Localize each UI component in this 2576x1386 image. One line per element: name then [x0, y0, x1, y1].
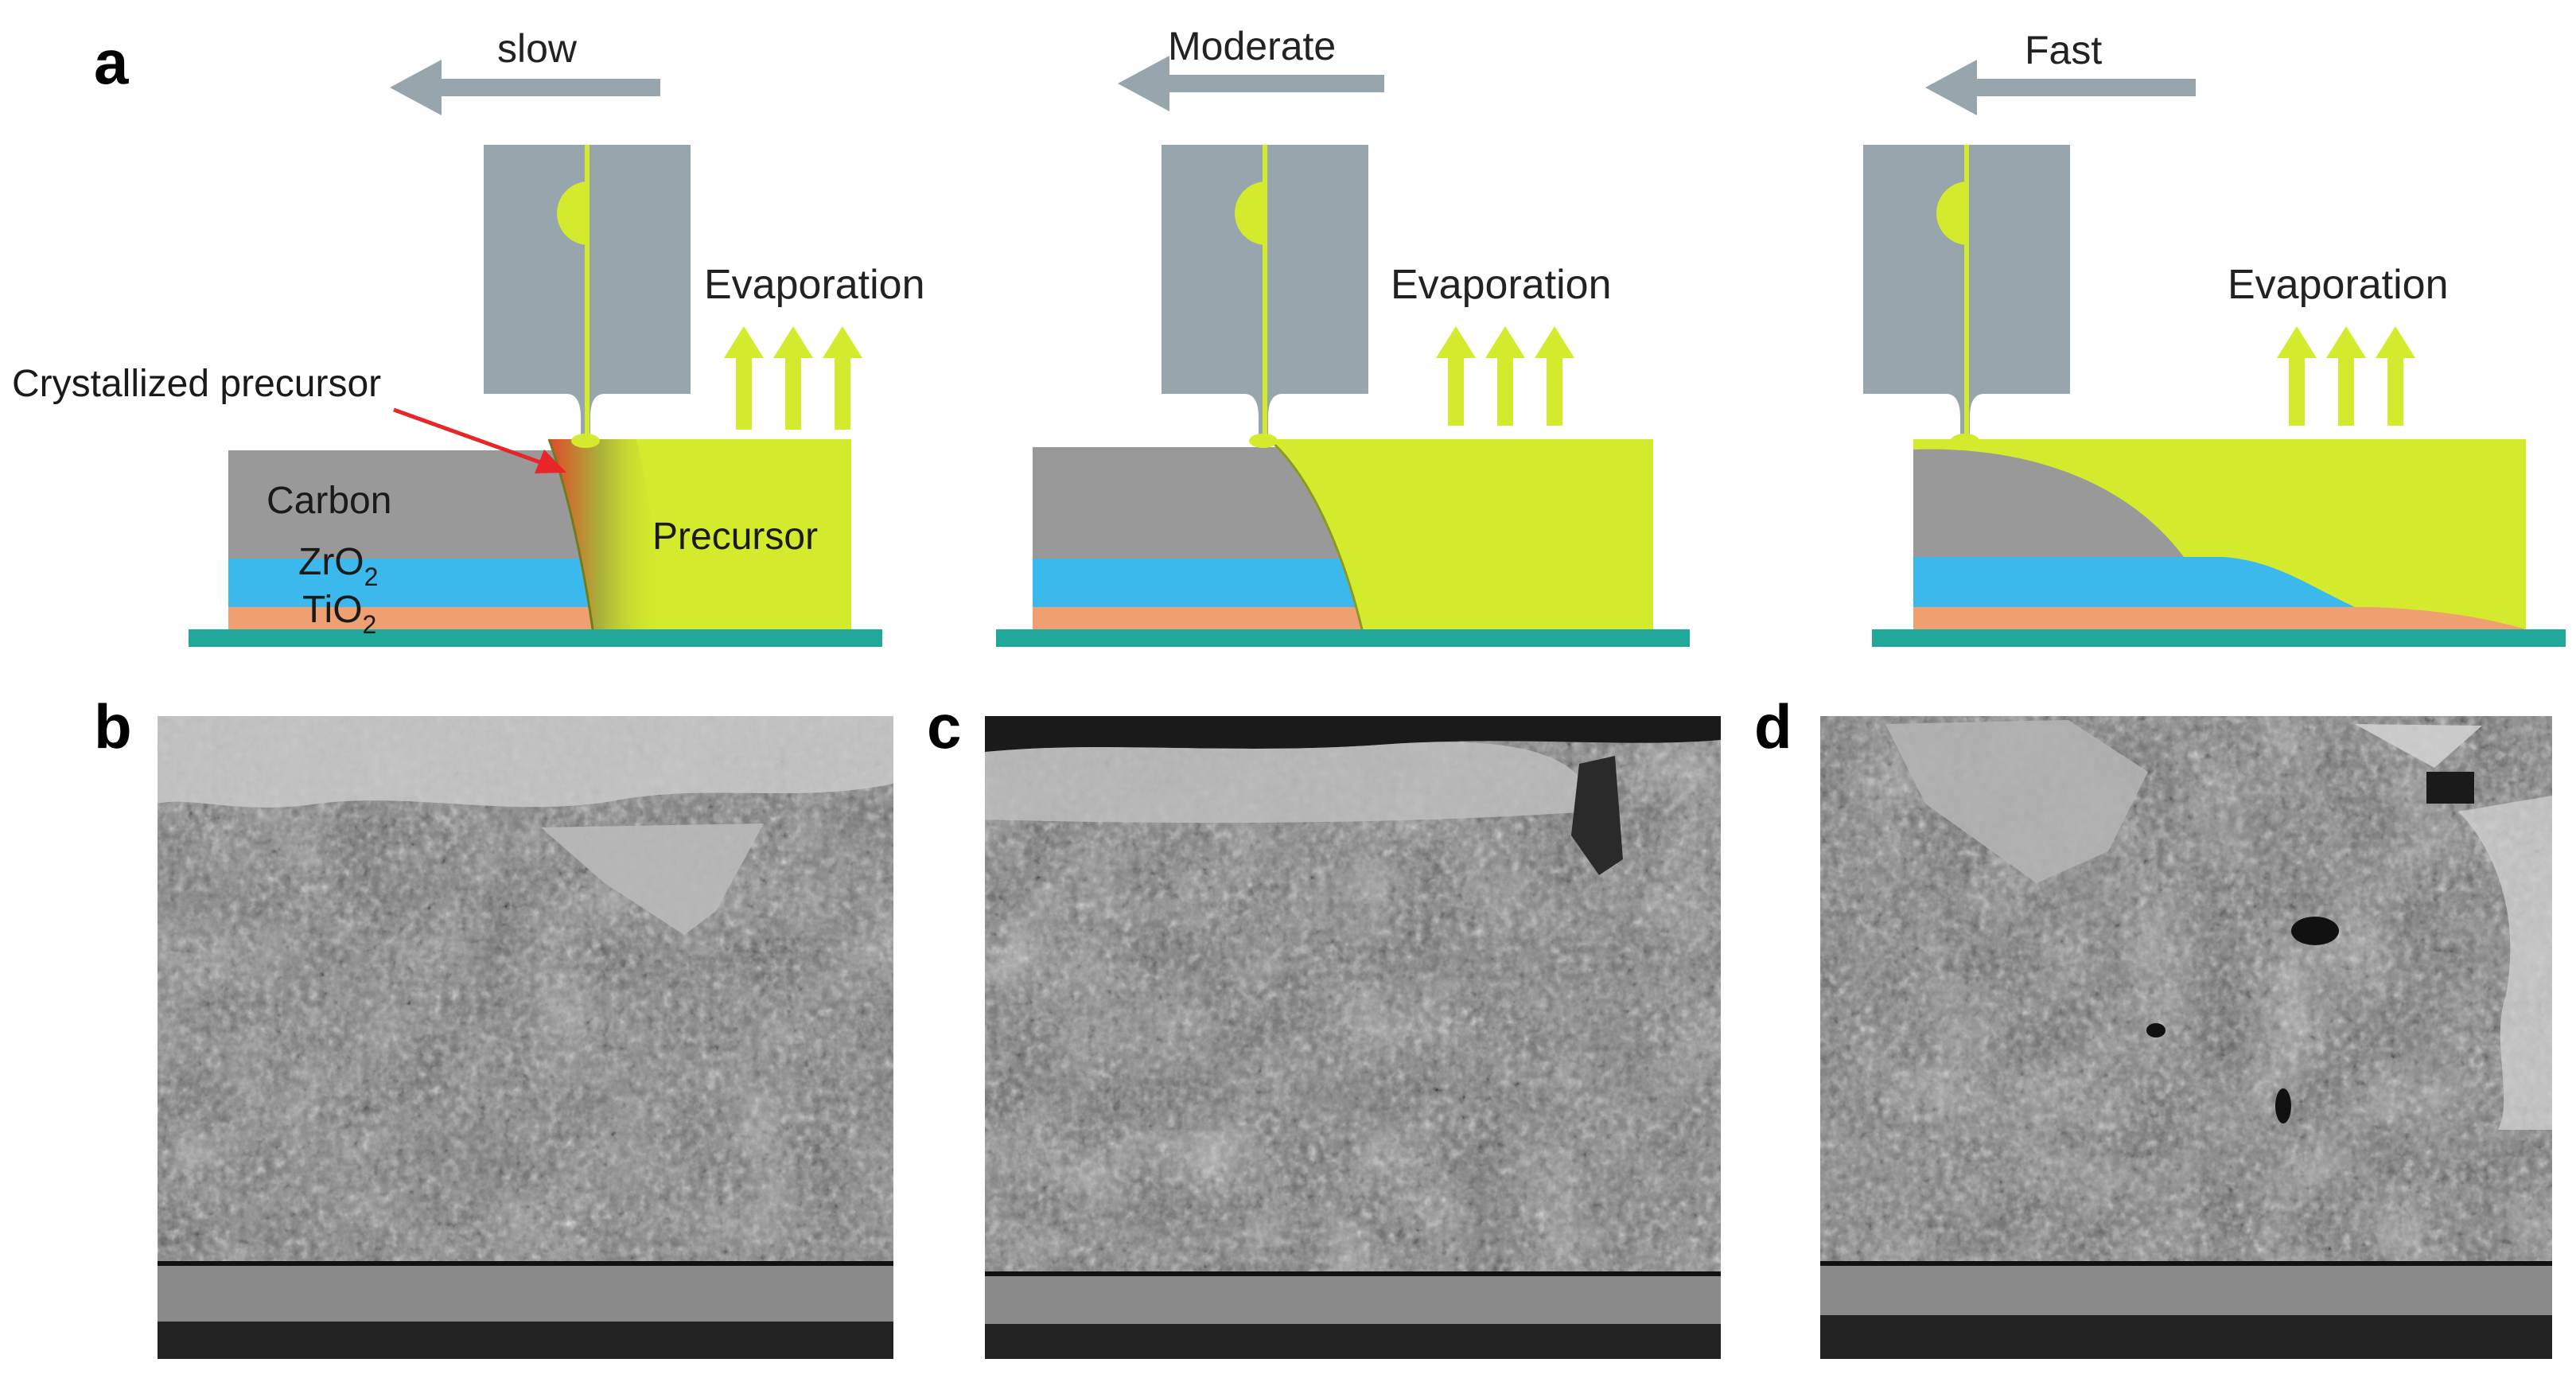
schematic-moderate: Moderate Evaporation — [996, 24, 1690, 647]
zro2-layer — [228, 559, 601, 607]
precursor-layer — [1269, 439, 1653, 629]
panel-letter-a: a — [94, 27, 129, 97]
substrate-layer — [189, 629, 882, 647]
sem-image-c — [985, 716, 1721, 1359]
evaporation-label: Evaporation — [2228, 262, 2449, 308]
evaporation-arrows-icon — [2277, 326, 2415, 426]
tio2-label: TiO2 — [302, 589, 376, 639]
precursor-label: Precursor — [652, 516, 818, 558]
crystallized-region — [549, 439, 664, 629]
evaporation-arrows-icon — [1436, 326, 1574, 426]
tio2-layer — [1033, 607, 1367, 629]
panel-letter-b: b — [94, 691, 132, 761]
zro2-layer — [1033, 559, 1367, 607]
direction-arrow-icon — [390, 60, 660, 115]
substrate-layer — [1872, 629, 2566, 647]
crystallized-precursor-label: Crystallized precursor — [12, 363, 381, 405]
coating-blade — [1863, 145, 2070, 448]
zro2-layer — [1913, 557, 2355, 607]
tio2-layer — [228, 607, 601, 629]
direction-arrow-icon — [1925, 60, 2196, 115]
crystallized-pointer — [393, 407, 566, 473]
panel-letter-d: d — [1754, 691, 1792, 761]
direction-arrow-icon — [1118, 56, 1384, 111]
carbon-layer — [1913, 449, 2184, 557]
carbon-label: Carbon — [267, 480, 391, 522]
zro2-label: ZrO2 — [298, 541, 378, 591]
sem-image-d — [1820, 716, 2552, 1359]
schematic-fast: Fast Evaporation — [1863, 28, 2566, 647]
speed-label-slow: slow — [497, 26, 578, 71]
panel-letter-c: c — [927, 691, 961, 761]
evaporation-arrows-icon — [724, 326, 862, 430]
coating-blade — [1162, 145, 1368, 448]
sem-image-b — [158, 716, 893, 1359]
tio2-layer — [1913, 607, 2526, 629]
substrate-layer — [996, 629, 1690, 647]
schematic-slow: slow Evaporation Crystallized precursor — [12, 26, 925, 647]
speed-label-fast: Fast — [2025, 28, 2102, 72]
coating-blade — [484, 145, 691, 448]
evaporation-label: Evaporation — [1391, 262, 1612, 308]
speed-label-moderate: Moderate — [1168, 24, 1336, 68]
evaporation-label: Evaporation — [704, 262, 925, 308]
